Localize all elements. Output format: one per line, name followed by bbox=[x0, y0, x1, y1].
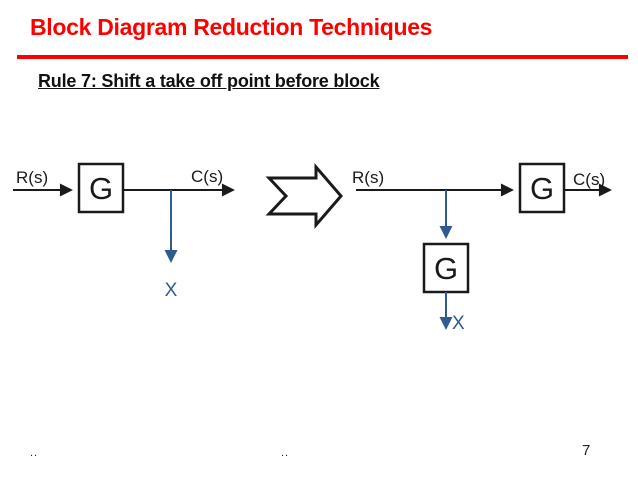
footer-left-dots: .. bbox=[30, 447, 39, 459]
diagram-right: R(s) G C(s) G X bbox=[352, 162, 612, 334]
left-output-signal-label: C(s) bbox=[191, 167, 223, 186]
right-block-g bbox=[518, 162, 566, 214]
right-output-signal-label: C(s) bbox=[573, 170, 605, 189]
right-takeoff-label: X bbox=[452, 313, 465, 334]
title-divider-line bbox=[17, 55, 628, 59]
left-takeoff-label: X bbox=[165, 280, 178, 301]
rule-heading: Rule 7: Shift a take off point before bl… bbox=[38, 71, 380, 91]
right-shifted-block-g bbox=[422, 242, 470, 294]
left-block-g-label: G bbox=[89, 171, 113, 206]
right-block-g-label: G bbox=[530, 171, 554, 206]
diagram-left: R(s) G C(s) X bbox=[13, 162, 235, 301]
right-shifted-block-g-label: G bbox=[434, 251, 458, 286]
page-number: 7 bbox=[582, 442, 591, 459]
left-block-g bbox=[77, 162, 125, 214]
transform-right-arrow-icon bbox=[265, 162, 343, 230]
slide-title: Block Diagram Reduction Techniques bbox=[30, 14, 433, 40]
footer-center-dots: .. bbox=[281, 447, 290, 459]
left-input-signal-label: R(s) bbox=[16, 168, 48, 187]
right-input-signal-label: R(s) bbox=[352, 168, 384, 187]
